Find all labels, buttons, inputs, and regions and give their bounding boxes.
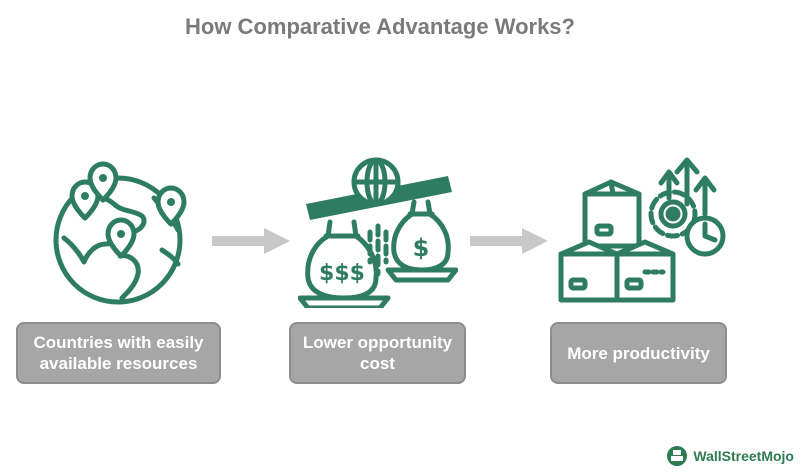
boxes-gear-growth-icon — [558, 157, 726, 303]
svg-text:$: $ — [413, 234, 430, 262]
step-3-label: More productivity — [567, 343, 710, 363]
brand-logo: WallStreetMojo — [666, 445, 794, 467]
step-1-label: Countries with easily available resource… — [33, 333, 204, 373]
arrow-right-icon — [470, 228, 548, 254]
scale-money-bags-icon: $$$ $ — [298, 157, 458, 308]
page-title: How Comparative Advantage Works? — [185, 14, 575, 39]
step-3-box: More productivity — [550, 322, 727, 384]
step-2-box: Lower opportunity cost — [289, 322, 466, 384]
brand-name: WallStreetMojo — [693, 448, 794, 464]
svg-text:$$$: $$$ — [319, 261, 365, 286]
logo-icon — [667, 446, 688, 466]
arrow-right-icon — [212, 228, 290, 254]
globe-pins-icon — [53, 161, 187, 305]
step-2-label: Lower opportunity cost — [302, 333, 453, 373]
step-1-box: Countries with easily available resource… — [16, 322, 221, 384]
